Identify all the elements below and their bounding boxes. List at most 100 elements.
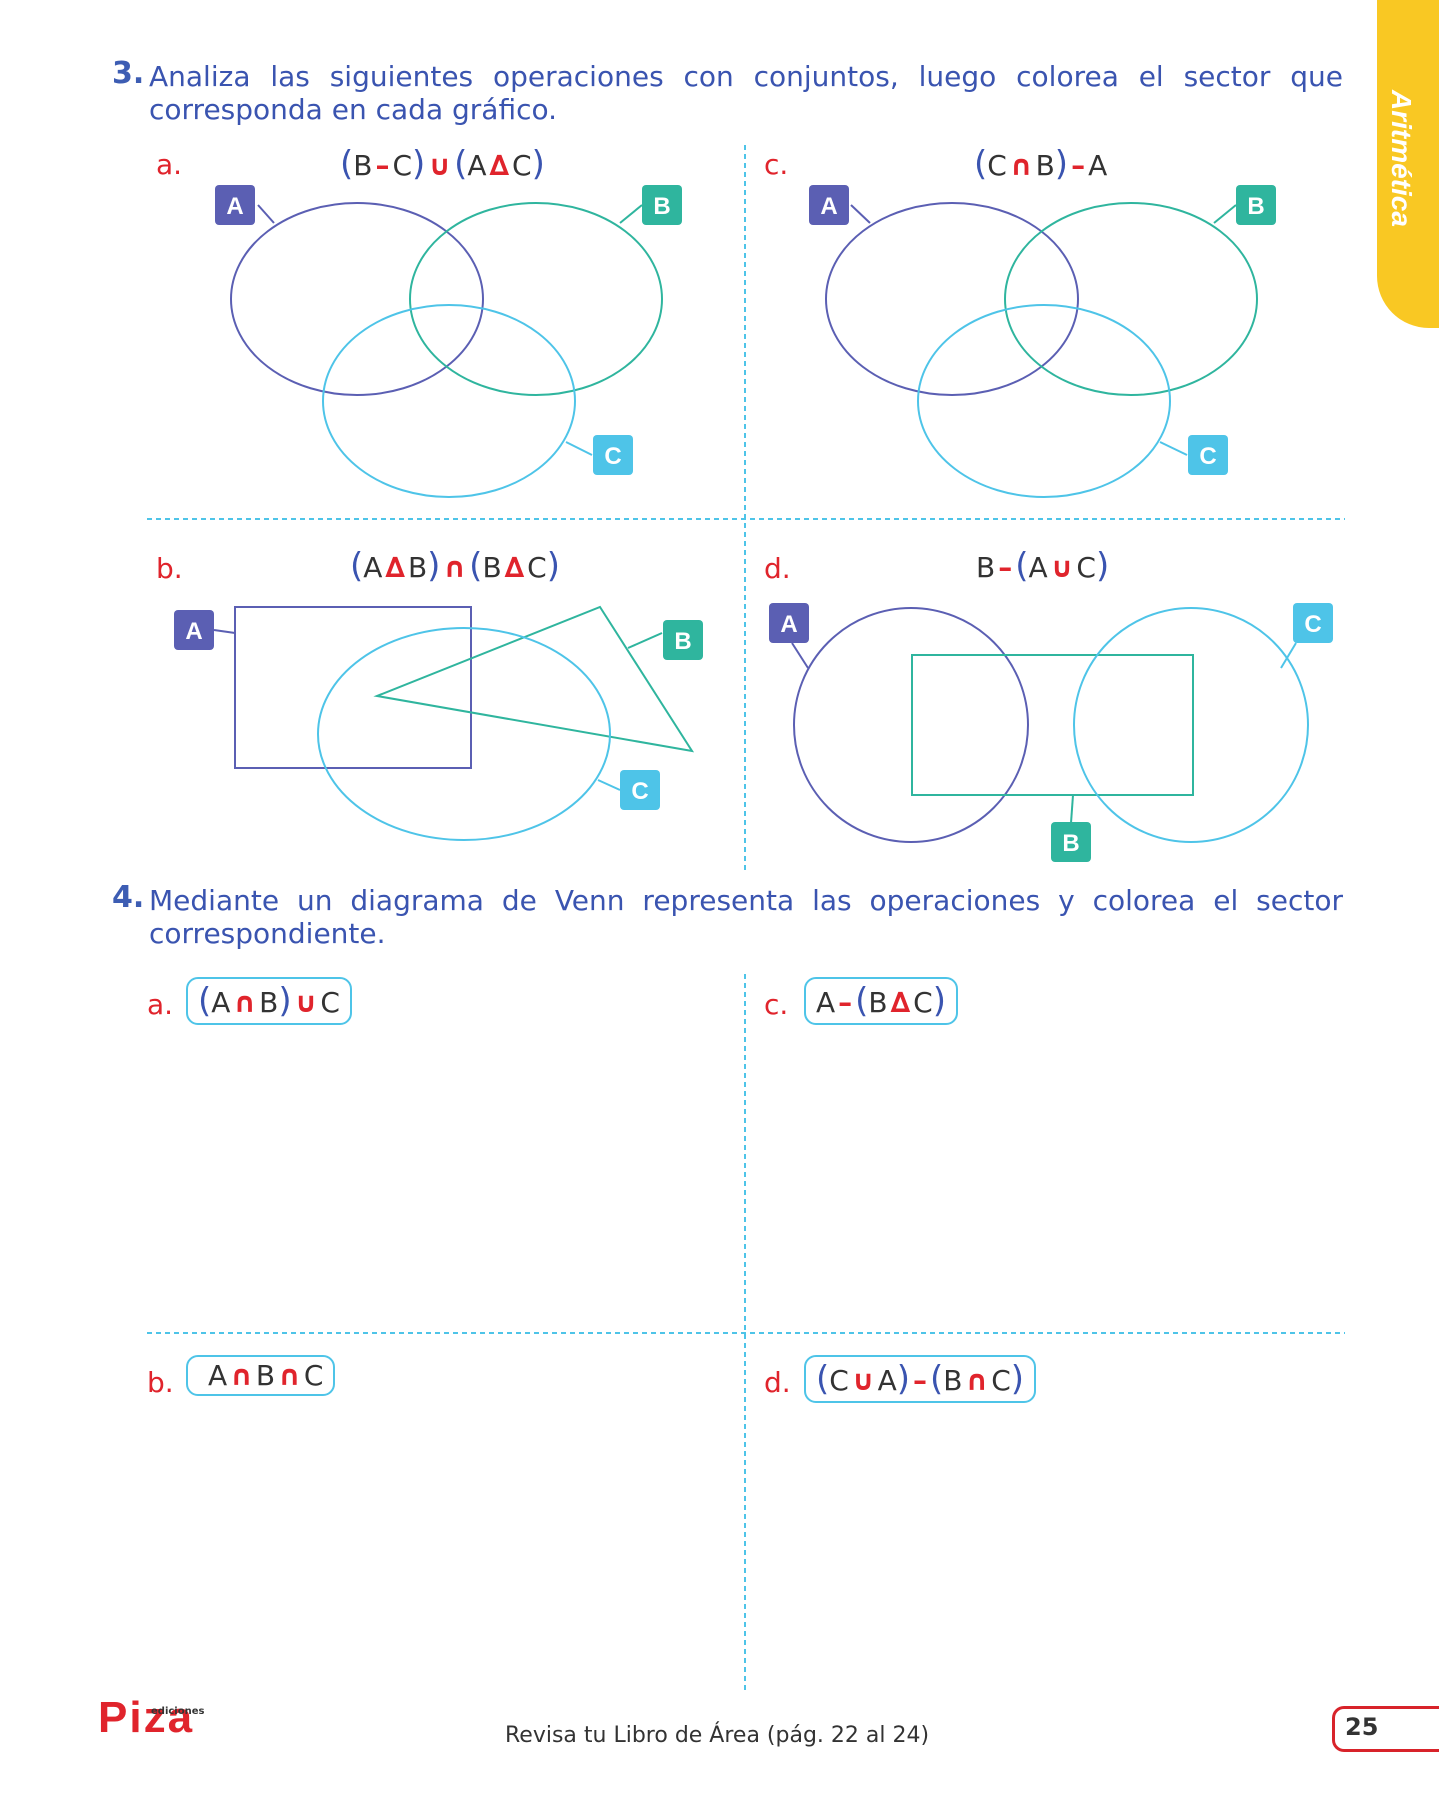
formula-set: B [976,551,996,584]
footer-reference: Revisa tu Libro de Área (pág. 22 al 24) [505,1723,930,1748]
q3-item-c-letter: c. [764,148,789,181]
formula-operator: ∆ [385,551,405,584]
formula-operator: ∆ [489,149,509,182]
formula-paren: ) [546,546,560,586]
formula-paren: ) [427,546,441,586]
q3-d-label-C-badge [1293,603,1333,643]
q3-b-set-A [234,606,472,769]
formula-set: B [255,1359,276,1392]
formula-set: C [392,149,413,182]
q3-b-set-B [373,605,695,753]
formula-paren: ( [340,144,354,184]
q4-item-b-letter: b. [147,1366,174,1399]
question-3-number: 3. [112,56,145,91]
formula-set: B [482,551,502,584]
q3-item-d-letter: d. [764,552,791,585]
q3-d-label-C: C [1304,611,1321,638]
q3-a-label-A: A [226,193,243,220]
q3-d-label-B-badge [1051,822,1091,862]
formula-set: B [868,986,888,1019]
q4-item-d-letter: d. [764,1366,791,1399]
q3-a-set-A [230,202,484,396]
q4-dividers [147,974,1345,1690]
q3-d-diagram: A B C [769,603,1333,862]
q3-d-set-A [793,607,1029,843]
formula-set: C [527,551,547,584]
q3-c-set-B [1004,202,1258,396]
section-tab: Aritmética [1377,0,1439,328]
q3-c-label-C: C [1199,443,1216,470]
formula-operator: ∪ [294,986,318,1019]
formula-paren: ( [816,1359,830,1399]
formula-operator: ∆ [890,986,911,1019]
formula-set: B [353,149,373,182]
q3-c-label-B: B [1247,193,1264,220]
q3-c-venn: A B C [809,185,1276,498]
formula-paren: ) [412,144,426,184]
q3-item-c-formula: (C∩B)–A [974,144,1107,184]
formula-operator: ∩ [443,551,467,584]
q3-c-set-C [917,304,1171,498]
page-number-box: 25 [1332,1706,1439,1752]
publisher-logo-small: ediciones [151,1706,205,1717]
formula-paren: ( [974,144,988,184]
q3-b-set-C [317,627,611,841]
question-4-number: 4. [112,880,145,915]
formula-set: A [877,1364,897,1397]
q3-c-label-A-badge [809,185,849,225]
formula-set: B [943,1364,963,1397]
q3-d-label-A-badge [769,603,809,643]
q3-b-label-C: C [631,778,648,805]
q3-c-label-A: A [820,193,837,220]
q3-a-label-A-badge [215,185,255,225]
formula-set: A [211,986,231,1019]
q3-a-venn: A B C [215,185,682,498]
q3-a-set-B [409,202,663,396]
formula-set: A [1028,551,1048,584]
formula-paren: ( [1015,546,1029,586]
q3-c-set-A [825,202,1079,396]
formula-operator: – [913,1364,927,1397]
formula-set: B [259,986,279,1019]
formula-set: A [363,551,383,584]
q3-b-label-B: B [674,628,691,655]
q3-b-diagram: A B C [174,605,703,841]
q3-b-label-A: A [185,618,202,645]
publisher-logo-text: Piza [98,1693,195,1742]
formula-operator: ∆ [504,551,525,584]
formula-operator: ∩ [233,986,257,1019]
q3-a-label-B: B [653,193,670,220]
q3-item-d-formula: B–(A∪C) [976,546,1109,586]
q3-item-b-letter: b. [156,552,183,585]
formula-set: C [991,1364,1011,1397]
q3-item-a-letter: a. [156,148,183,181]
formula-paren: ) [278,981,292,1021]
formula-paren: ) [1095,546,1110,586]
q3-d-set-C [1073,607,1309,843]
formula-operator: ∪ [1050,551,1074,584]
formula-set: C [320,986,340,1019]
formula-paren: ) [896,1359,910,1399]
q4-item-d-formula: (C∪A)–(B∩C) [804,1355,1037,1403]
formula-set: C [913,986,933,1019]
formula-operator: ∩ [1009,149,1033,182]
q4-item-c-formula: A–(B∆C) [804,977,958,1025]
formula-set: C [303,1359,324,1392]
question-3-text: Analiza las siguientes operaciones con c… [149,60,1343,126]
formula-set: A [208,1359,228,1392]
formula-operator: ∩ [278,1359,301,1392]
formula-set: C [829,1364,849,1397]
formula-paren: ( [454,144,468,184]
formula-paren: ( [855,981,869,1021]
q3-diagrams: A B C A B C A B C [147,145,1345,870]
formula-paren: ) [932,981,946,1021]
q3-a-label-C: C [604,443,621,470]
question-4-text: Mediante un diagrama de Venn representa … [149,884,1343,950]
q3-c-label-C-badge [1188,435,1228,475]
formula-paren: ( [930,1359,944,1399]
formula-set: C [987,149,1007,182]
formula-paren: ) [531,144,545,184]
publisher-logo: Piza [98,1693,194,1743]
formula-set: A [467,149,487,182]
q4-item-a-letter: a. [147,988,174,1021]
